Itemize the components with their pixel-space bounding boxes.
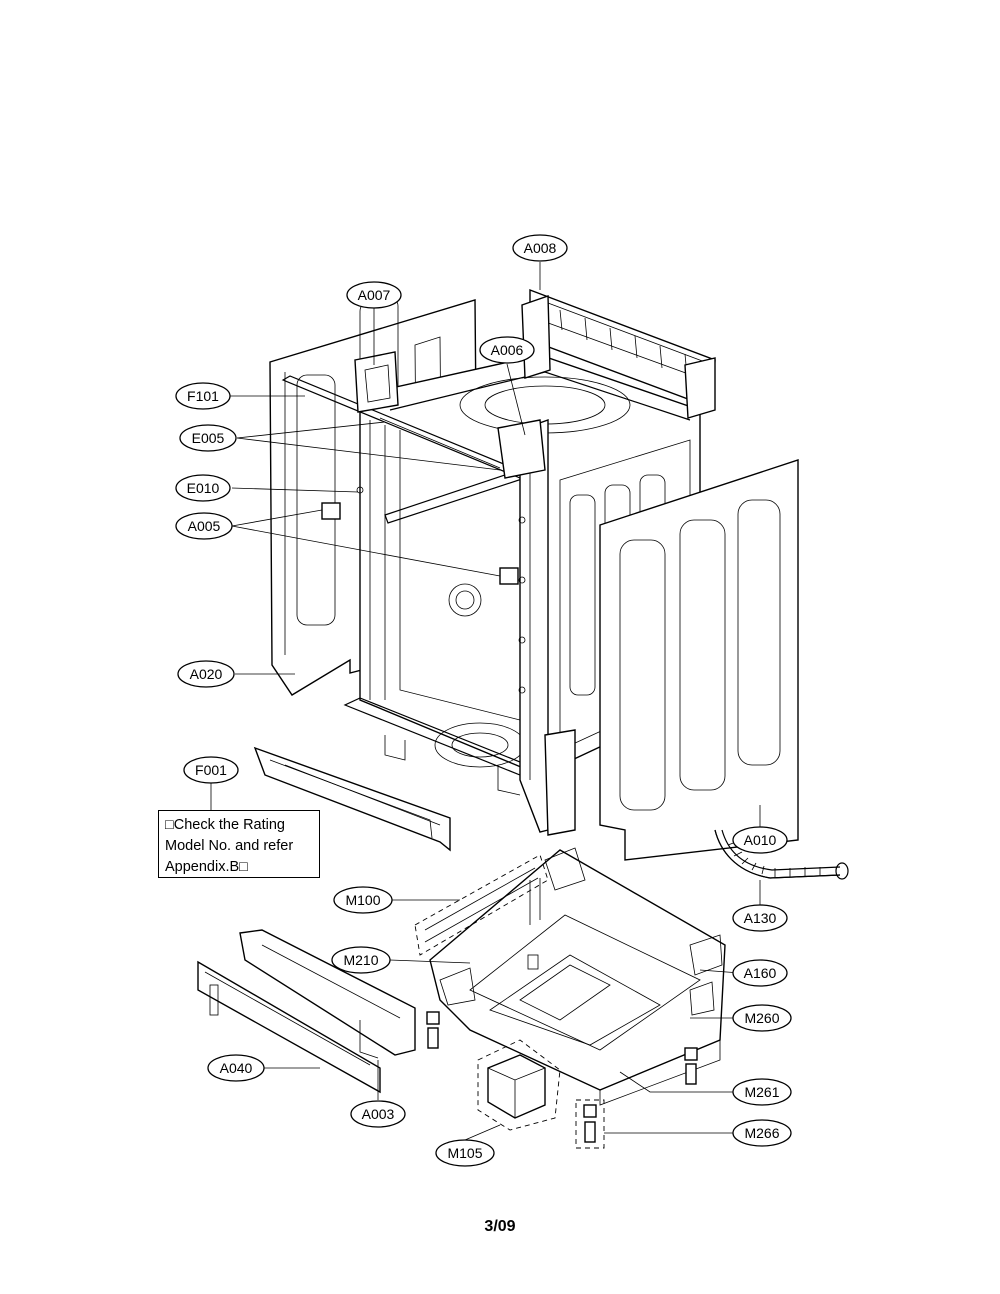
brackets [321,486,519,585]
callout-label: A020 [190,666,223,682]
right-side-panel [599,459,799,861]
callout-a003: A003 [350,1100,406,1128]
note-line: Appendix.B□ [165,859,248,875]
callout-label: A160 [744,965,777,981]
callout-label: F101 [187,388,219,404]
callout-a130: A130 [732,904,788,932]
callout-a160: A160 [732,959,788,987]
callout-m100: M100 [333,886,393,914]
callouts: A008 A007 A006 F101 E005 E010 A005 A020 [175,234,792,1167]
callout-label: A130 [744,910,777,926]
note-line: Model No. and refer [165,838,294,854]
callout-label: M260 [744,1010,779,1026]
callout-label: A040 [220,1060,253,1076]
callout-label: A005 [188,518,221,534]
leveling-feet [426,1011,698,1149]
leader-lines [210,262,761,1141]
callout-a040: A040 [207,1054,265,1082]
callout-label: M261 [744,1084,779,1100]
base-assembly [429,847,726,1106]
callout-m260: M260 [732,1004,792,1032]
callout-label: A003 [362,1106,395,1122]
callout-label: A006 [491,342,524,358]
page-number: 3/09 [484,1218,516,1235]
callout-m266: M266 [732,1119,792,1147]
callout-label: M105 [447,1145,482,1161]
callout-label: A008 [524,240,557,256]
callout-a020: A020 [177,660,235,688]
callout-label: M266 [744,1125,779,1141]
callout-label: A007 [358,287,391,303]
note-line: □Check the Rating [165,817,285,833]
front-frame-post [354,351,576,836]
callout-e005: E005 [179,424,237,452]
callout-label: M210 [343,952,378,968]
rating-note-box: □Check the Rating Model No. and refer Ap… [158,810,320,878]
callout-m105: M105 [435,1139,495,1167]
callout-m210: M210 [331,946,391,974]
callout-label: E005 [192,430,225,446]
pump-box [477,1039,561,1131]
callout-f101: F101 [175,382,231,410]
callout-a005: A005 [175,512,233,540]
callout-a010: A010 [732,826,788,854]
callout-label: E010 [187,480,220,496]
callout-m261: M261 [732,1078,792,1106]
callout-f001: F001 [183,756,239,784]
callout-a008: A008 [512,234,568,262]
callout-a007: A007 [346,281,402,309]
callout-e010: E010 [175,474,231,502]
drain-hose [714,829,849,880]
callout-label: A010 [744,832,777,848]
control-panel-part [253,746,451,852]
callout-a006: A006 [479,336,535,364]
callout-label: F001 [195,762,227,778]
kickplate [197,929,416,1094]
callout-label: M100 [345,892,380,908]
pipe-assembly [414,854,549,956]
